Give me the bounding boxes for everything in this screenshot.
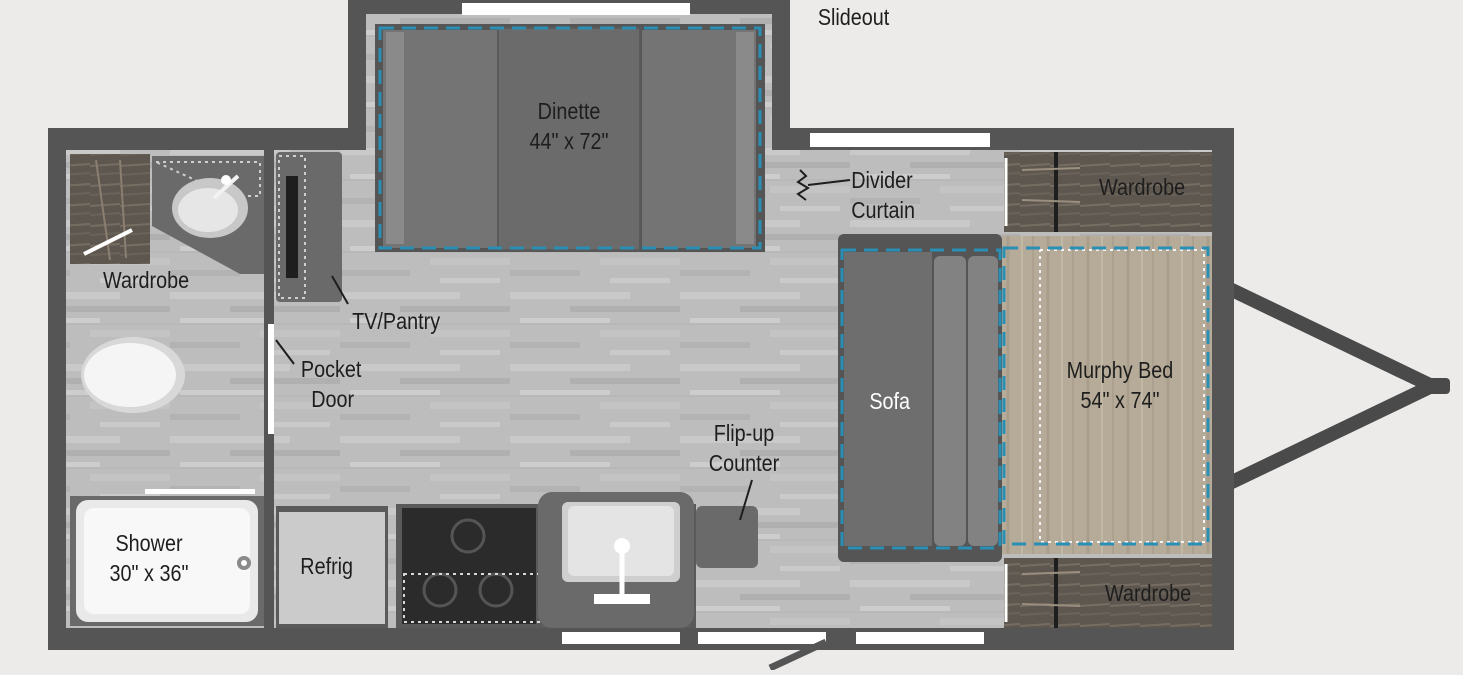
pocket-door-label: Pocket Door: [301, 354, 361, 414]
tv-pantry-label: TV/Pantry: [352, 308, 441, 334]
sofa-label: Sofa: [869, 388, 911, 414]
murphy-bed: [1002, 236, 1212, 554]
murphy-bed-name: Murphy Bed: [1066, 357, 1174, 383]
slideout-label: Slideout: [817, 4, 890, 30]
shower-name: Shower: [115, 530, 183, 556]
toilet: [81, 337, 185, 413]
divider-curtain: [796, 169, 810, 201]
shower: [70, 496, 264, 626]
flipup-line1: Flip-up: [713, 420, 775, 446]
wardrobe-bath-label: Wardrobe: [103, 267, 190, 293]
refrig-label: Refrig: [300, 553, 354, 579]
dinette-name: Dinette: [537, 98, 601, 124]
bath-sink: [152, 156, 264, 274]
hitch: [1225, 283, 1450, 489]
wardrobe-front-bottom-label: Wardrobe: [1105, 580, 1192, 606]
leader-lines: [275, 275, 753, 521]
refrigerator: [276, 506, 388, 628]
sofa: [838, 234, 1002, 562]
windows: [145, 3, 990, 644]
dinette-size: 44" x 72": [529, 128, 609, 154]
entry-door: [768, 638, 828, 672]
front-wardrobe-bottom: [1004, 558, 1212, 628]
bath-wardrobe: [70, 154, 150, 264]
shower-label: Shower 30" x 36": [93, 528, 205, 588]
pocket-door-line2: Door: [311, 386, 355, 412]
pocket-door: [268, 324, 274, 434]
divider-line2: Curtain: [851, 197, 915, 223]
flipup-counter-label: Flip-up Counter: [692, 418, 795, 478]
murphy-bed-size: 54" x 74": [1080, 387, 1160, 413]
kitchen-counter: [396, 492, 758, 628]
divider-curtain-label: Divider Curtain: [851, 165, 915, 225]
tv-pantry-cabinet: [276, 152, 342, 302]
divider-line1: Divider: [851, 167, 913, 193]
front-wardrobe-top: [1004, 152, 1212, 232]
murphy-bed-label: Murphy Bed 54" x 74": [1051, 355, 1189, 415]
shower-size: 30" x 36": [109, 560, 189, 586]
flipup-line2: Counter: [708, 450, 780, 476]
wardrobe-front-top-label: Wardrobe: [1099, 174, 1186, 200]
dinette-label: Dinette 44" x 72": [500, 96, 638, 156]
dinette: [375, 24, 765, 252]
pocket-door-line1: Pocket: [300, 356, 362, 382]
